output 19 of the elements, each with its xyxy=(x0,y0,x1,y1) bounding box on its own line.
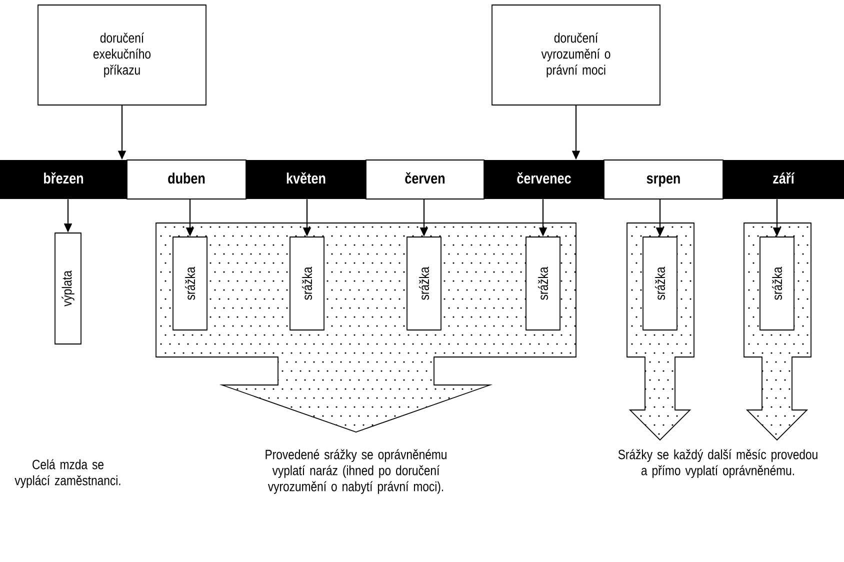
caption-text: Celá mzda se vyplácí zaměstnanci. xyxy=(14,459,120,488)
month-bar: červen xyxy=(366,160,484,200)
month-bar: březen xyxy=(0,160,127,199)
vertical-box: srážka xyxy=(642,236,678,330)
vertical-box: srážka xyxy=(760,236,794,330)
vertical-box: srážka xyxy=(290,236,324,330)
month-bar: duben xyxy=(126,160,246,200)
caption-text: Srážky se každý další měsíc provedou a přímo vyplatí oprávněnému. xyxy=(618,449,818,478)
month-bar: květen xyxy=(246,160,366,199)
caption-text: Provedené srážky se oprávněnému vyplatí naráz (ihned po doručení vyrozumění o nabytí právní moci). xyxy=(266,449,446,494)
event-box: doručení vyrozumění o právní moci xyxy=(492,4,660,106)
vertical-box: srážka xyxy=(406,236,442,330)
event-box: doručení exekučního příkazu xyxy=(38,4,206,106)
month-bar: červenec xyxy=(484,160,604,199)
month-bar: srpen xyxy=(604,160,724,200)
vertical-box: výplata xyxy=(54,232,82,344)
month-bar: září xyxy=(723,160,844,199)
vertical-box: srážka xyxy=(526,236,560,330)
vertical-box: srážka xyxy=(172,236,208,330)
